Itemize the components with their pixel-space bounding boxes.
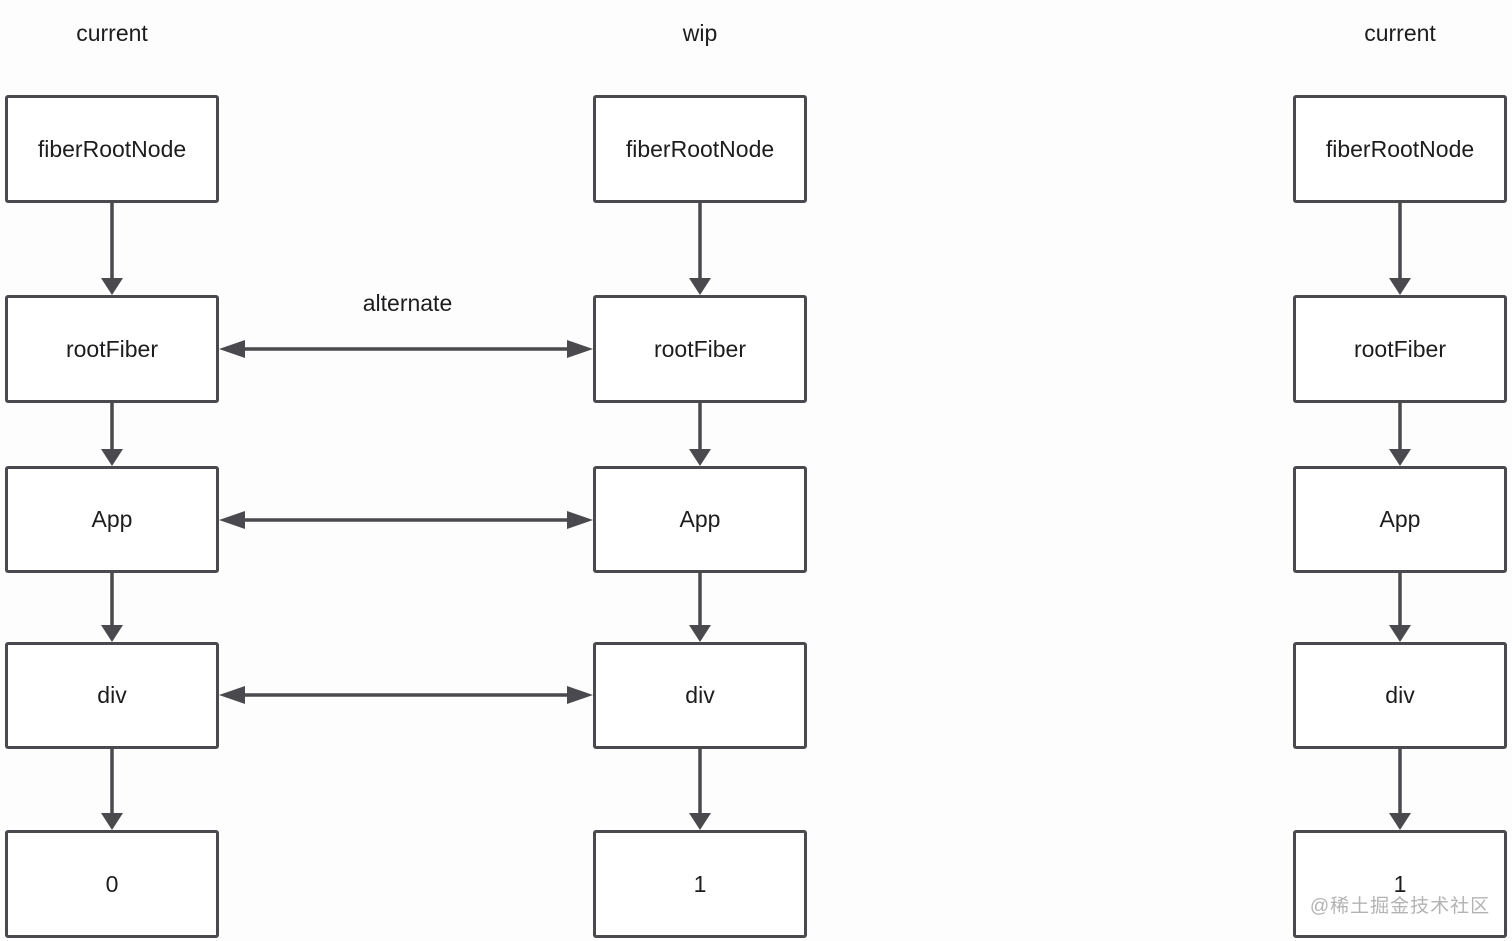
watermark: @稀土掘金技术社区 — [1309, 896, 1491, 917]
node-current-child-0: 0 — [5, 830, 219, 938]
node-wip-child-1: 1 — [593, 830, 807, 938]
node-wip-App: App — [593, 466, 807, 573]
arrow-wip-rootFiber-to-App — [689, 403, 711, 466]
arrow-wip-div-to-child — [689, 749, 711, 830]
column-header-wip: wip — [682, 20, 718, 46]
node-right-fiberRootNode: fiberRootNode — [1293, 95, 1507, 203]
alternate-arrow-div — [219, 686, 593, 704]
arrow-wip-App-to-div — [689, 573, 711, 642]
arrow-current-div-to-child — [101, 749, 123, 830]
arrow-wip-fiberRootNode-to-rootFiber — [689, 203, 711, 295]
arrow-right-fiberRootNode-to-rootFiber — [1389, 203, 1411, 295]
node-right-div: div — [1293, 642, 1507, 749]
alternate-label: alternate — [362, 290, 453, 316]
alternate-arrow-App — [219, 511, 593, 529]
node-current-rootFiber: rootFiber — [5, 295, 219, 403]
node-current-fiberRootNode: fiberRootNode — [5, 95, 219, 203]
node-current-App: App — [5, 466, 219, 573]
column-header-current-left: current — [76, 20, 148, 46]
arrow-current-fiberRootNode-to-rootFiber — [101, 203, 123, 295]
arrow-right-div-to-child — [1389, 749, 1411, 830]
node-wip-div: div — [593, 642, 807, 749]
arrow-current-rootFiber-to-App — [101, 403, 123, 466]
column-header-current-right: current — [1364, 20, 1436, 46]
arrow-right-App-to-div — [1389, 573, 1411, 642]
node-wip-fiberRootNode: fiberRootNode — [593, 95, 807, 203]
node-right-rootFiber: rootFiber — [1293, 295, 1507, 403]
node-current-div: div — [5, 642, 219, 749]
arrow-current-App-to-div — [101, 573, 123, 642]
node-wip-rootFiber: rootFiber — [593, 295, 807, 403]
node-right-child-1: 1 — [1293, 830, 1507, 938]
node-right-App: App — [1293, 466, 1507, 573]
alternate-arrow-rootFiber — [219, 340, 593, 358]
arrow-right-rootFiber-to-App — [1389, 403, 1411, 466]
